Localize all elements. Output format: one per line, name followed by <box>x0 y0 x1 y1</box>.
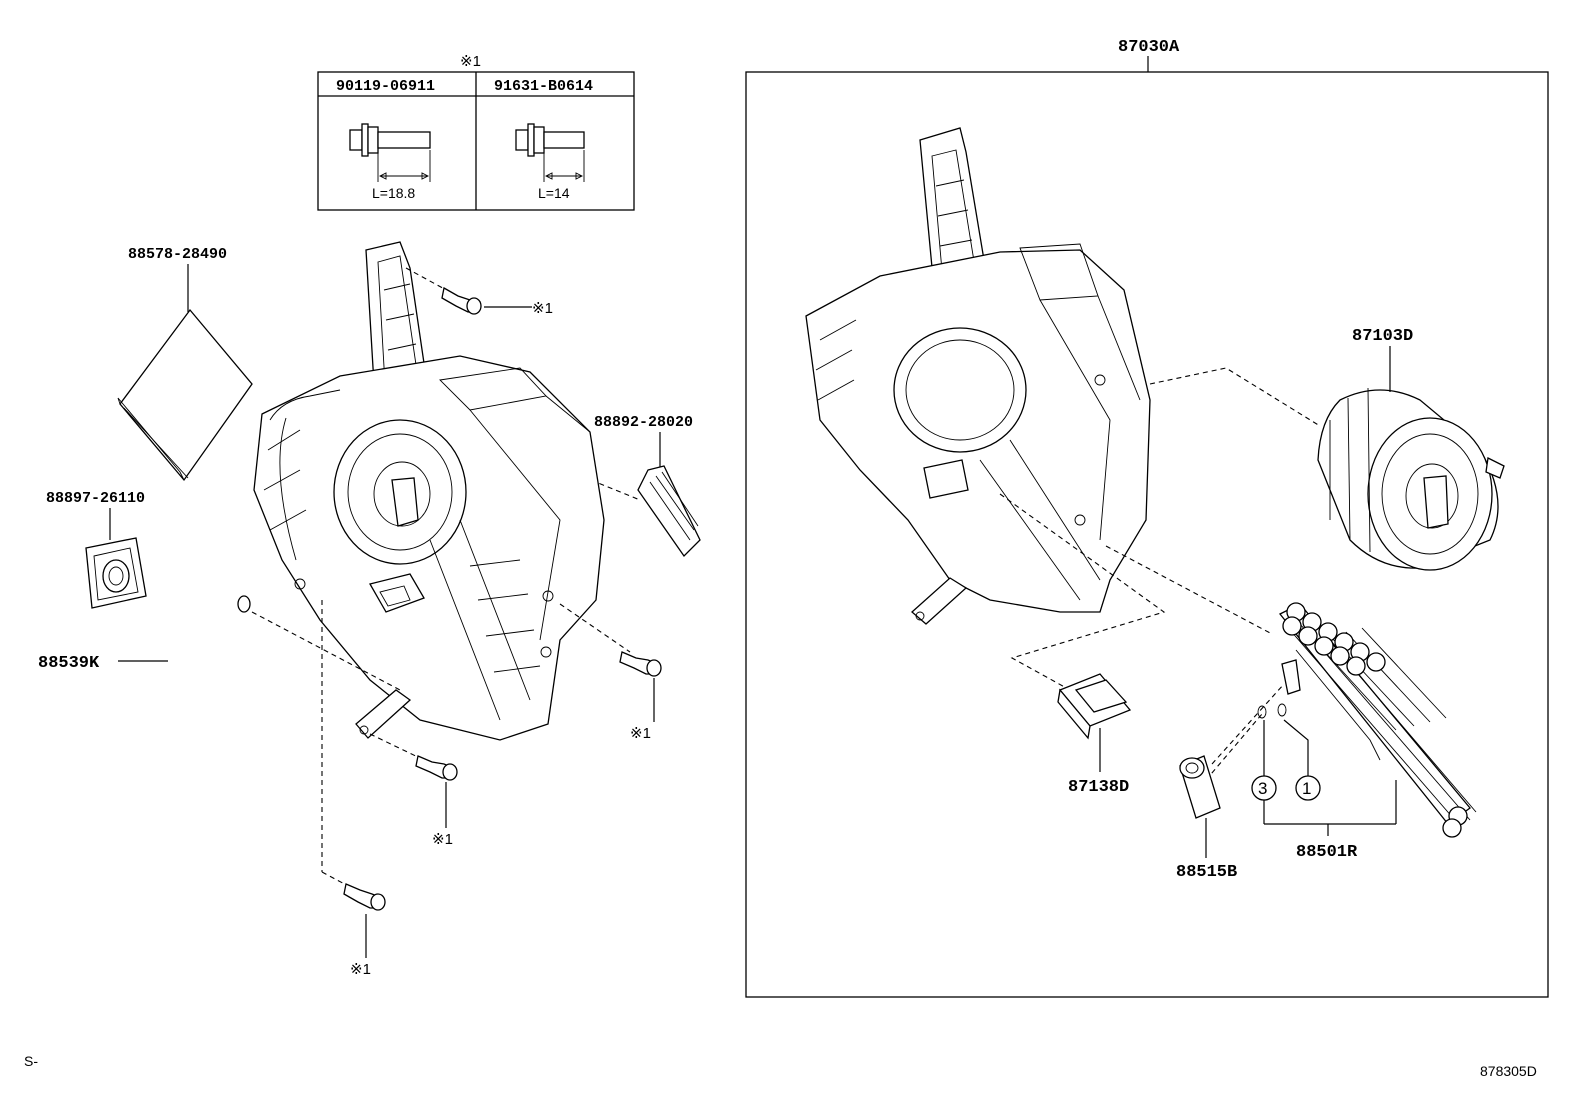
unit-box: 87030A <box>745 38 1549 998</box>
o-ring-icon-1 <box>1277 703 1287 717</box>
bolt-table-note: ※1 <box>460 53 481 70</box>
heater-housing-right-drawing <box>805 127 1151 625</box>
circled-ref-3-text: 3 <box>1258 779 1267 798</box>
unit-box-title: 87030A <box>1118 38 1180 57</box>
resistor-label: 87138D <box>1068 778 1129 797</box>
bolt-note-right: ※1 <box>630 725 651 742</box>
bolt-icon-lower <box>415 755 458 781</box>
flange-bolt-icon-1 <box>349 123 431 182</box>
expansion-valve-label: 88515B <box>1176 863 1237 882</box>
air-filter-drawing: 88578-28490 <box>117 246 253 482</box>
grommet-part-label: 88897-26110 <box>46 490 145 507</box>
bolt-icon-right <box>619 651 662 677</box>
evaporator-label: 88501R <box>1296 843 1358 862</box>
bolt-note-top: ※1 <box>532 300 553 317</box>
bolt-note-lower: ※1 <box>432 831 453 848</box>
bolt-table: ※1 90119-06911 91631-B0614 L=18.8 <box>317 53 635 211</box>
flange-bolt-icon-2 <box>515 123 585 182</box>
grommet-drawing: 88897-26110 <box>46 490 147 609</box>
filter-part-label: 88578-28490 <box>128 246 227 263</box>
evaporator-drawing <box>1278 602 1477 838</box>
hose-part-label: 88539K <box>38 654 100 673</box>
bolt-length-2: L=14 <box>538 185 570 201</box>
bolt-icon-top <box>441 286 482 315</box>
circled-ref-1-text: 1 <box>1302 779 1311 798</box>
blower-motor-drawing <box>1317 387 1505 571</box>
expansion-valve-drawing <box>1179 755 1221 819</box>
footer-left-code: S- <box>24 1053 38 1069</box>
bolt-part-no-2: 91631-B0614 <box>494 78 593 95</box>
bolt-part-no-1: 90119-06911 <box>336 78 435 95</box>
cover-part-label: 88892-28020 <box>594 414 693 431</box>
bolt-length-1: L=18.8 <box>372 185 415 201</box>
bolt-icon-bottom <box>343 883 386 911</box>
circled-ref-1 <box>1295 775 1321 801</box>
bolt-note-bottom: ※1 <box>350 961 371 978</box>
blower-motor-label: 87103D <box>1352 327 1413 346</box>
drain-hose-drawing: 88539K <box>38 582 251 682</box>
heater-housing-left-drawing <box>253 241 605 741</box>
o-ring-icon-3 <box>1257 705 1267 719</box>
cover-drawing: 88892-28020 <box>565 414 701 558</box>
figure-number: 878305D <box>1480 1063 1537 1079</box>
resistor-drawing <box>1057 673 1132 740</box>
